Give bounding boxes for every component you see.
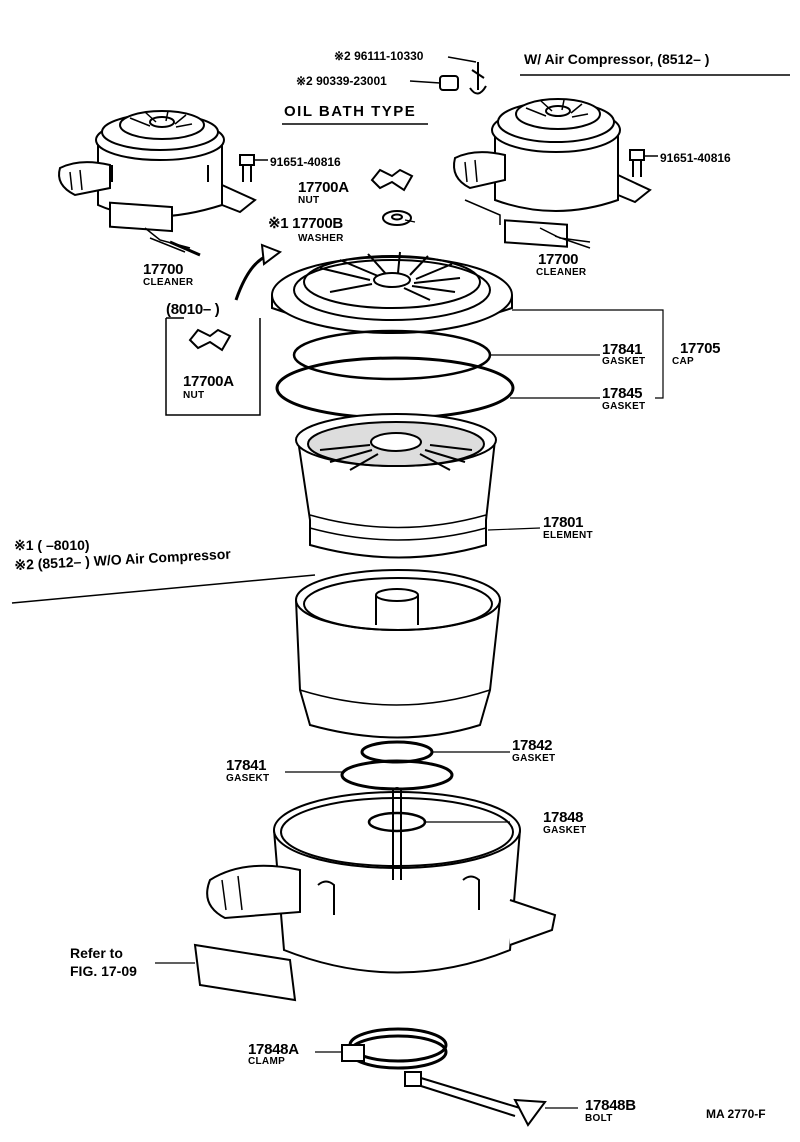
wing-nut-17700a bbox=[370, 168, 414, 192]
label-nut-box-name: NUT bbox=[183, 390, 205, 401]
refer-fig-label: FIG. 17-09 bbox=[70, 963, 137, 979]
label-washer-name: WASHER bbox=[298, 233, 344, 244]
label-clamp-17848a: 17848A bbox=[248, 1041, 299, 1058]
part-96111-pin bbox=[447, 56, 487, 95]
label-gasket-17842-name: GASKET bbox=[512, 753, 556, 764]
cap-leaders bbox=[490, 309, 664, 399]
label-cap-name: CAP bbox=[672, 356, 695, 367]
label-gasket-17848: 17848 bbox=[543, 809, 584, 826]
label-bolt-17848b: 17848B bbox=[585, 1097, 636, 1114]
label-gasket-17841-name: GASKET bbox=[602, 356, 646, 367]
label-cleaner-right: 17700 bbox=[538, 251, 579, 268]
label-gasket-17848-name: GASKET bbox=[543, 825, 587, 836]
label-gasket-17842: 17842 bbox=[512, 737, 553, 754]
label-gasket-17845: 17845 bbox=[602, 385, 643, 402]
label-cleaner-left: 17700 bbox=[143, 261, 184, 278]
label-bolt-left: 91651-40816 bbox=[270, 155, 341, 169]
label-washer-17700b: ※1 17700B bbox=[268, 215, 343, 232]
label-nut-name: NUT bbox=[298, 195, 320, 206]
label-element-name: ELEMENT bbox=[543, 530, 593, 541]
label-gasket-17841-lower: 17841 bbox=[226, 757, 267, 774]
label-bolt-right: 91651-40816 bbox=[660, 151, 731, 165]
gasket-17841-upper bbox=[292, 329, 492, 381]
bolt-91651-right bbox=[629, 149, 658, 177]
cap-17705 bbox=[271, 251, 513, 334]
part-90339-spacer bbox=[409, 75, 459, 91]
refer-to-label: Refer to bbox=[70, 945, 123, 961]
bolt-91651-left bbox=[239, 154, 268, 182]
washer-17700b bbox=[382, 210, 412, 226]
label-nut-17700a: 17700A bbox=[298, 179, 349, 196]
gasket-17848-ring bbox=[367, 811, 427, 833]
label-element-17801: 17801 bbox=[543, 514, 584, 531]
label-cap-17705: 17705 bbox=[680, 340, 721, 357]
gasket-17842 bbox=[360, 740, 434, 764]
bolt-17848b bbox=[404, 1071, 578, 1127]
label-gasket-17841: 17841 bbox=[602, 341, 643, 358]
label-90339: ※2 90339-23001 bbox=[296, 74, 387, 88]
cleaner-assembly-right bbox=[453, 98, 652, 249]
clamp-17848a bbox=[315, 1027, 448, 1070]
label-cleaner-left-name: CLEANER bbox=[143, 277, 194, 288]
base-housing bbox=[155, 787, 557, 1002]
arrow-head bbox=[260, 243, 283, 266]
gasket-17841-lower bbox=[340, 759, 454, 791]
label-bolt-name: BOLT bbox=[585, 1113, 613, 1124]
nut-inset-box bbox=[165, 317, 261, 416]
label-96111: ※2 96111-10330 bbox=[334, 49, 424, 63]
label-gasket-17845-name: GASKET bbox=[602, 401, 646, 412]
gasket-17845 bbox=[275, 356, 515, 420]
label-cleaner-right-name: CLEANER bbox=[536, 267, 587, 278]
drawing-number: MA 2770-F bbox=[706, 1107, 766, 1121]
cleaner-assembly-left bbox=[58, 110, 257, 257]
note-separator bbox=[11, 574, 316, 604]
note-1: ※1 ( –8010) bbox=[14, 537, 90, 553]
label-gasket-17841-lower-name: GASEKT bbox=[226, 773, 270, 784]
oil-bath-title: OIL BATH TYPE bbox=[284, 103, 417, 120]
label-nut-box: 17700A bbox=[183, 373, 234, 390]
bracket-range-label: (8010– ) bbox=[166, 301, 220, 318]
label-clamp-name: CLAMP bbox=[248, 1056, 286, 1067]
oil-bowl bbox=[295, 569, 501, 739]
note-with-compressor: W/ Air Compressor, (8512– ) bbox=[524, 51, 710, 67]
element-17801 bbox=[295, 413, 541, 559]
